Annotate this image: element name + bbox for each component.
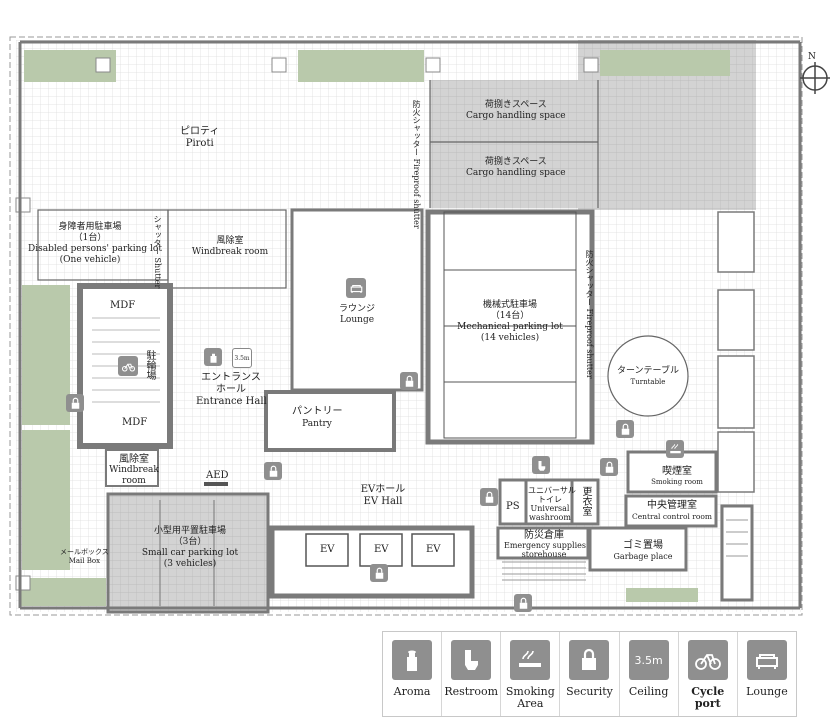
ceiling-value: 3.5m bbox=[234, 354, 250, 362]
planter bbox=[22, 285, 70, 425]
lounge-icon bbox=[746, 640, 787, 680]
disabled-parking-label: 身障者用駐車場（1台） Disabled persons' parking lo… bbox=[28, 222, 162, 265]
compass-north-label: N bbox=[808, 52, 816, 62]
changing-room-label: 更衣室 bbox=[580, 486, 591, 516]
ceiling-icon: 3.5m bbox=[232, 348, 252, 368]
restroom-icon bbox=[532, 456, 550, 474]
ev-3-label: EV bbox=[426, 544, 441, 555]
small-parking-area bbox=[108, 494, 268, 612]
legend: Aroma Restroom Smoking Area Security 3.5… bbox=[382, 631, 797, 717]
security-icon bbox=[569, 640, 610, 680]
security-icon bbox=[480, 488, 498, 506]
restroom-icon bbox=[451, 640, 492, 680]
small-car-parking-label: 小型用平置駐車場（3台） Small car parking lot(3 veh… bbox=[141, 526, 239, 569]
aed-label: AED bbox=[206, 470, 229, 481]
legend-label: Aroma bbox=[393, 685, 431, 698]
legend-item-aroma: Aroma bbox=[383, 632, 443, 716]
turntable-circle bbox=[607, 335, 689, 417]
planter bbox=[298, 50, 424, 82]
small-parking-room bbox=[106, 492, 270, 614]
legend-item-restroom: Restroom bbox=[442, 632, 502, 716]
legend-item-ceiling: 3.5m Ceiling bbox=[620, 632, 679, 716]
compass-icon bbox=[800, 62, 830, 94]
cycle-icon bbox=[687, 640, 728, 680]
mdf-bottom-label: MDF bbox=[122, 417, 148, 428]
aroma-icon bbox=[204, 348, 222, 366]
ev-2-label: EV bbox=[374, 544, 389, 555]
security-icon bbox=[600, 458, 618, 476]
legend-label: Lounge bbox=[746, 685, 788, 698]
columns bbox=[15, 57, 599, 591]
shutter-left-label: シャッター Shutter bbox=[153, 215, 162, 289]
entrance-hall-label: エントランスホール Entrance Hall bbox=[196, 372, 267, 407]
security-icon bbox=[514, 594, 532, 612]
ev-1-label: EV bbox=[320, 544, 335, 555]
planter bbox=[22, 430, 70, 570]
legend-label: Smoking Area bbox=[505, 685, 555, 710]
aed-box bbox=[204, 482, 228, 486]
ceiling-legend-value: 3.5m bbox=[634, 653, 663, 667]
right-rooms bbox=[717, 211, 755, 493]
mechanical-parking-label: 機械式駐車場（14台） Mechanical parking lot(14 ve… bbox=[457, 300, 563, 343]
fire-shutter-right-label: 防火シャッター Fireproof shutter bbox=[585, 250, 594, 379]
cycle-icon bbox=[118, 356, 138, 376]
lounge-icon bbox=[346, 278, 366, 298]
legend-item-smoking: Smoking Area bbox=[501, 632, 561, 716]
security-icon bbox=[370, 564, 388, 582]
legend-label: Security bbox=[566, 685, 613, 698]
ev-core bbox=[269, 525, 475, 599]
legend-label: Cycle port bbox=[691, 685, 725, 710]
ps-label: PS bbox=[506, 501, 520, 512]
smoking-icon bbox=[510, 640, 551, 680]
mechanical-parking-room bbox=[425, 209, 595, 445]
legend-label: Restroom bbox=[444, 685, 499, 698]
windbreak-small bbox=[105, 449, 159, 487]
legend-item-cycle: Cycle port bbox=[679, 632, 738, 716]
planter bbox=[20, 578, 106, 606]
security-icon bbox=[264, 462, 282, 480]
legend-item-lounge: Lounge bbox=[738, 632, 796, 716]
fire-shutter-top-label: 防火シャッター Fireproof shutter bbox=[412, 100, 421, 229]
mdf-top-label: MDF bbox=[110, 300, 136, 311]
lounge-room bbox=[290, 208, 424, 392]
cargo-area bbox=[430, 80, 598, 208]
security-icon bbox=[66, 394, 84, 412]
walls bbox=[18, 40, 802, 610]
security-icon bbox=[400, 372, 418, 390]
legend-item-security: Security bbox=[560, 632, 620, 716]
smoking-icon bbox=[666, 440, 684, 458]
aroma-icon bbox=[392, 640, 433, 680]
planter bbox=[626, 588, 698, 602]
security-icon bbox=[616, 420, 634, 438]
legend-label: Ceiling bbox=[628, 685, 669, 698]
planter bbox=[600, 50, 730, 76]
bicycle-parking-label: 駐輪場 bbox=[144, 350, 155, 380]
pantry-room bbox=[264, 390, 396, 452]
ceiling-icon: 3.5m bbox=[628, 640, 669, 680]
